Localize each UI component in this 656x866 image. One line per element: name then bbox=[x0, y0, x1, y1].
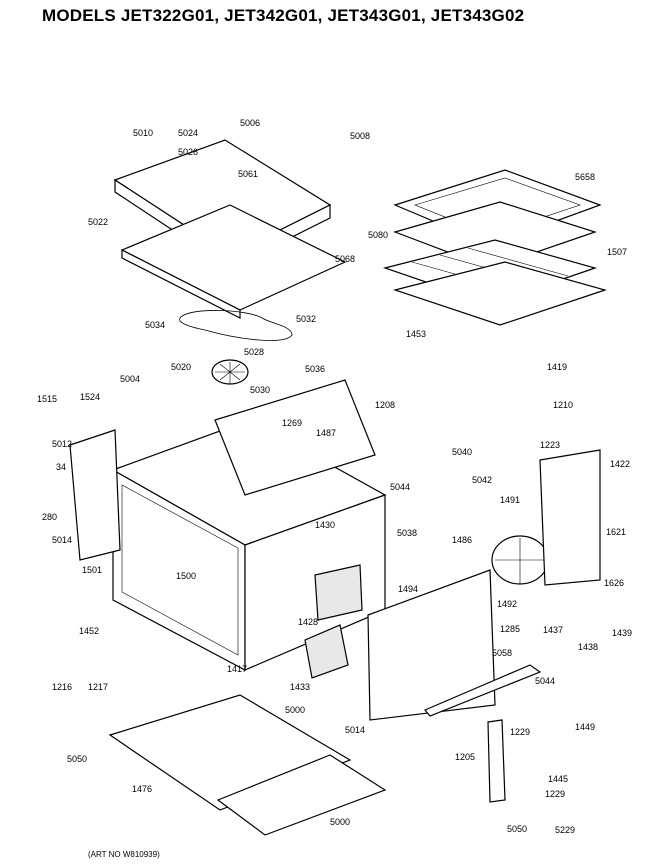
callout-1229b: 1229 bbox=[545, 789, 565, 799]
callout-5020: 5020 bbox=[171, 362, 191, 372]
callout-1476: 1476 bbox=[132, 784, 152, 794]
latch-part bbox=[487, 719, 506, 803]
callout-5000a: 5000 bbox=[285, 705, 305, 715]
rack-support-part bbox=[392, 261, 608, 326]
top-cover-part bbox=[113, 139, 347, 319]
callout-5004: 5004 bbox=[120, 374, 140, 384]
callout-5042: 5042 bbox=[472, 475, 492, 485]
callout-1453: 1453 bbox=[406, 329, 426, 339]
callout-1428: 1428 bbox=[298, 617, 318, 627]
callout-5044b: 5044 bbox=[535, 676, 555, 686]
callout-labels: 5006 5010 5024 5026 5008 5061 5022 5658 … bbox=[37, 118, 632, 835]
callout-1216: 1216 bbox=[52, 682, 72, 692]
callout-1487: 1487 bbox=[316, 428, 336, 438]
transformer-part bbox=[304, 624, 349, 679]
callout-1417: 1417 bbox=[227, 664, 247, 674]
callout-1285: 1285 bbox=[500, 624, 520, 634]
callout-5050a: 5050 bbox=[67, 754, 87, 764]
back-panel-part bbox=[367, 569, 496, 721]
callout-5658: 5658 bbox=[575, 172, 595, 182]
callout-5038: 5038 bbox=[397, 528, 417, 538]
oven-cavity-part bbox=[111, 379, 387, 671]
callout-5030: 5030 bbox=[250, 385, 270, 395]
callout-5014: 5014 bbox=[52, 535, 72, 545]
fan-blade-part bbox=[491, 535, 549, 585]
callout-1223: 1223 bbox=[540, 440, 560, 450]
art-number: (ART NO W810939) bbox=[88, 850, 160, 859]
callout-1419: 1419 bbox=[547, 362, 567, 372]
callout-1524: 1524 bbox=[80, 392, 100, 402]
callout-5008: 5008 bbox=[350, 131, 370, 141]
callout-1430: 1430 bbox=[315, 520, 335, 530]
side-panel-part bbox=[69, 429, 121, 561]
callout-1621: 1621 bbox=[606, 527, 626, 537]
callout-1438: 1438 bbox=[578, 642, 598, 652]
callout-5012: 5012 bbox=[52, 439, 72, 449]
callout-5014b: 5014 bbox=[345, 725, 365, 735]
diagram-title: MODELS JET322G01, JET342G01, JET343G01, … bbox=[42, 6, 525, 25]
bracket-part bbox=[539, 449, 601, 586]
callout-1422: 1422 bbox=[610, 459, 630, 469]
callout-1205: 1205 bbox=[455, 752, 475, 762]
fan-motor-part bbox=[211, 359, 249, 385]
callout-5229: 5229 bbox=[555, 825, 575, 835]
callout-5026: 5026 bbox=[178, 147, 198, 157]
magnetron-part bbox=[314, 564, 363, 621]
callout-1210: 1210 bbox=[553, 400, 573, 410]
callout-5032: 5032 bbox=[296, 314, 316, 324]
callout-5080: 5080 bbox=[368, 230, 388, 240]
callout-5061: 5061 bbox=[238, 169, 258, 179]
callout-5058: 5058 bbox=[492, 648, 512, 658]
heater-element-part bbox=[179, 310, 293, 341]
callout-1507: 1507 bbox=[607, 247, 627, 257]
callout-1626: 1626 bbox=[604, 578, 624, 588]
bottom-plate-part bbox=[216, 754, 387, 836]
rail-part bbox=[424, 664, 542, 717]
callout-5006: 5006 bbox=[240, 118, 260, 128]
callout-1269: 1269 bbox=[282, 418, 302, 428]
callout-1491: 1491 bbox=[500, 495, 520, 505]
callout-1229a: 1229 bbox=[510, 727, 530, 737]
callout-5010: 5010 bbox=[133, 128, 153, 138]
callout-5050b: 5050 bbox=[507, 824, 527, 834]
callout-1494: 1494 bbox=[398, 584, 418, 594]
callout-5040: 5040 bbox=[452, 447, 472, 457]
callout-1208: 1208 bbox=[375, 400, 395, 410]
callout-1437: 1437 bbox=[543, 625, 563, 635]
callout-1433: 1433 bbox=[290, 682, 310, 692]
callout-5068: 5068 bbox=[335, 254, 355, 264]
callout-1452: 1452 bbox=[79, 626, 99, 636]
callout-1439: 1439 bbox=[612, 628, 632, 638]
callout-1217: 1217 bbox=[88, 682, 108, 692]
callout-1445: 1445 bbox=[548, 774, 568, 784]
callout-5024: 5024 bbox=[178, 128, 198, 138]
callout-1501: 1501 bbox=[82, 565, 102, 575]
callout-1515: 1515 bbox=[37, 394, 57, 404]
callout-5044: 5044 bbox=[390, 482, 410, 492]
callout-5036: 5036 bbox=[305, 364, 325, 374]
callout-1500: 1500 bbox=[176, 571, 196, 581]
callout-5022: 5022 bbox=[88, 217, 108, 227]
callout-5000b: 5000 bbox=[330, 817, 350, 827]
callout-5028: 5028 bbox=[244, 347, 264, 357]
callout-1486: 1486 bbox=[452, 535, 472, 545]
callout-5034: 5034 bbox=[145, 320, 165, 330]
callout-1449: 1449 bbox=[575, 722, 595, 732]
callout-1492: 1492 bbox=[497, 599, 517, 609]
callout-34: 34 bbox=[56, 462, 66, 472]
callout-280: 280 bbox=[42, 512, 57, 522]
